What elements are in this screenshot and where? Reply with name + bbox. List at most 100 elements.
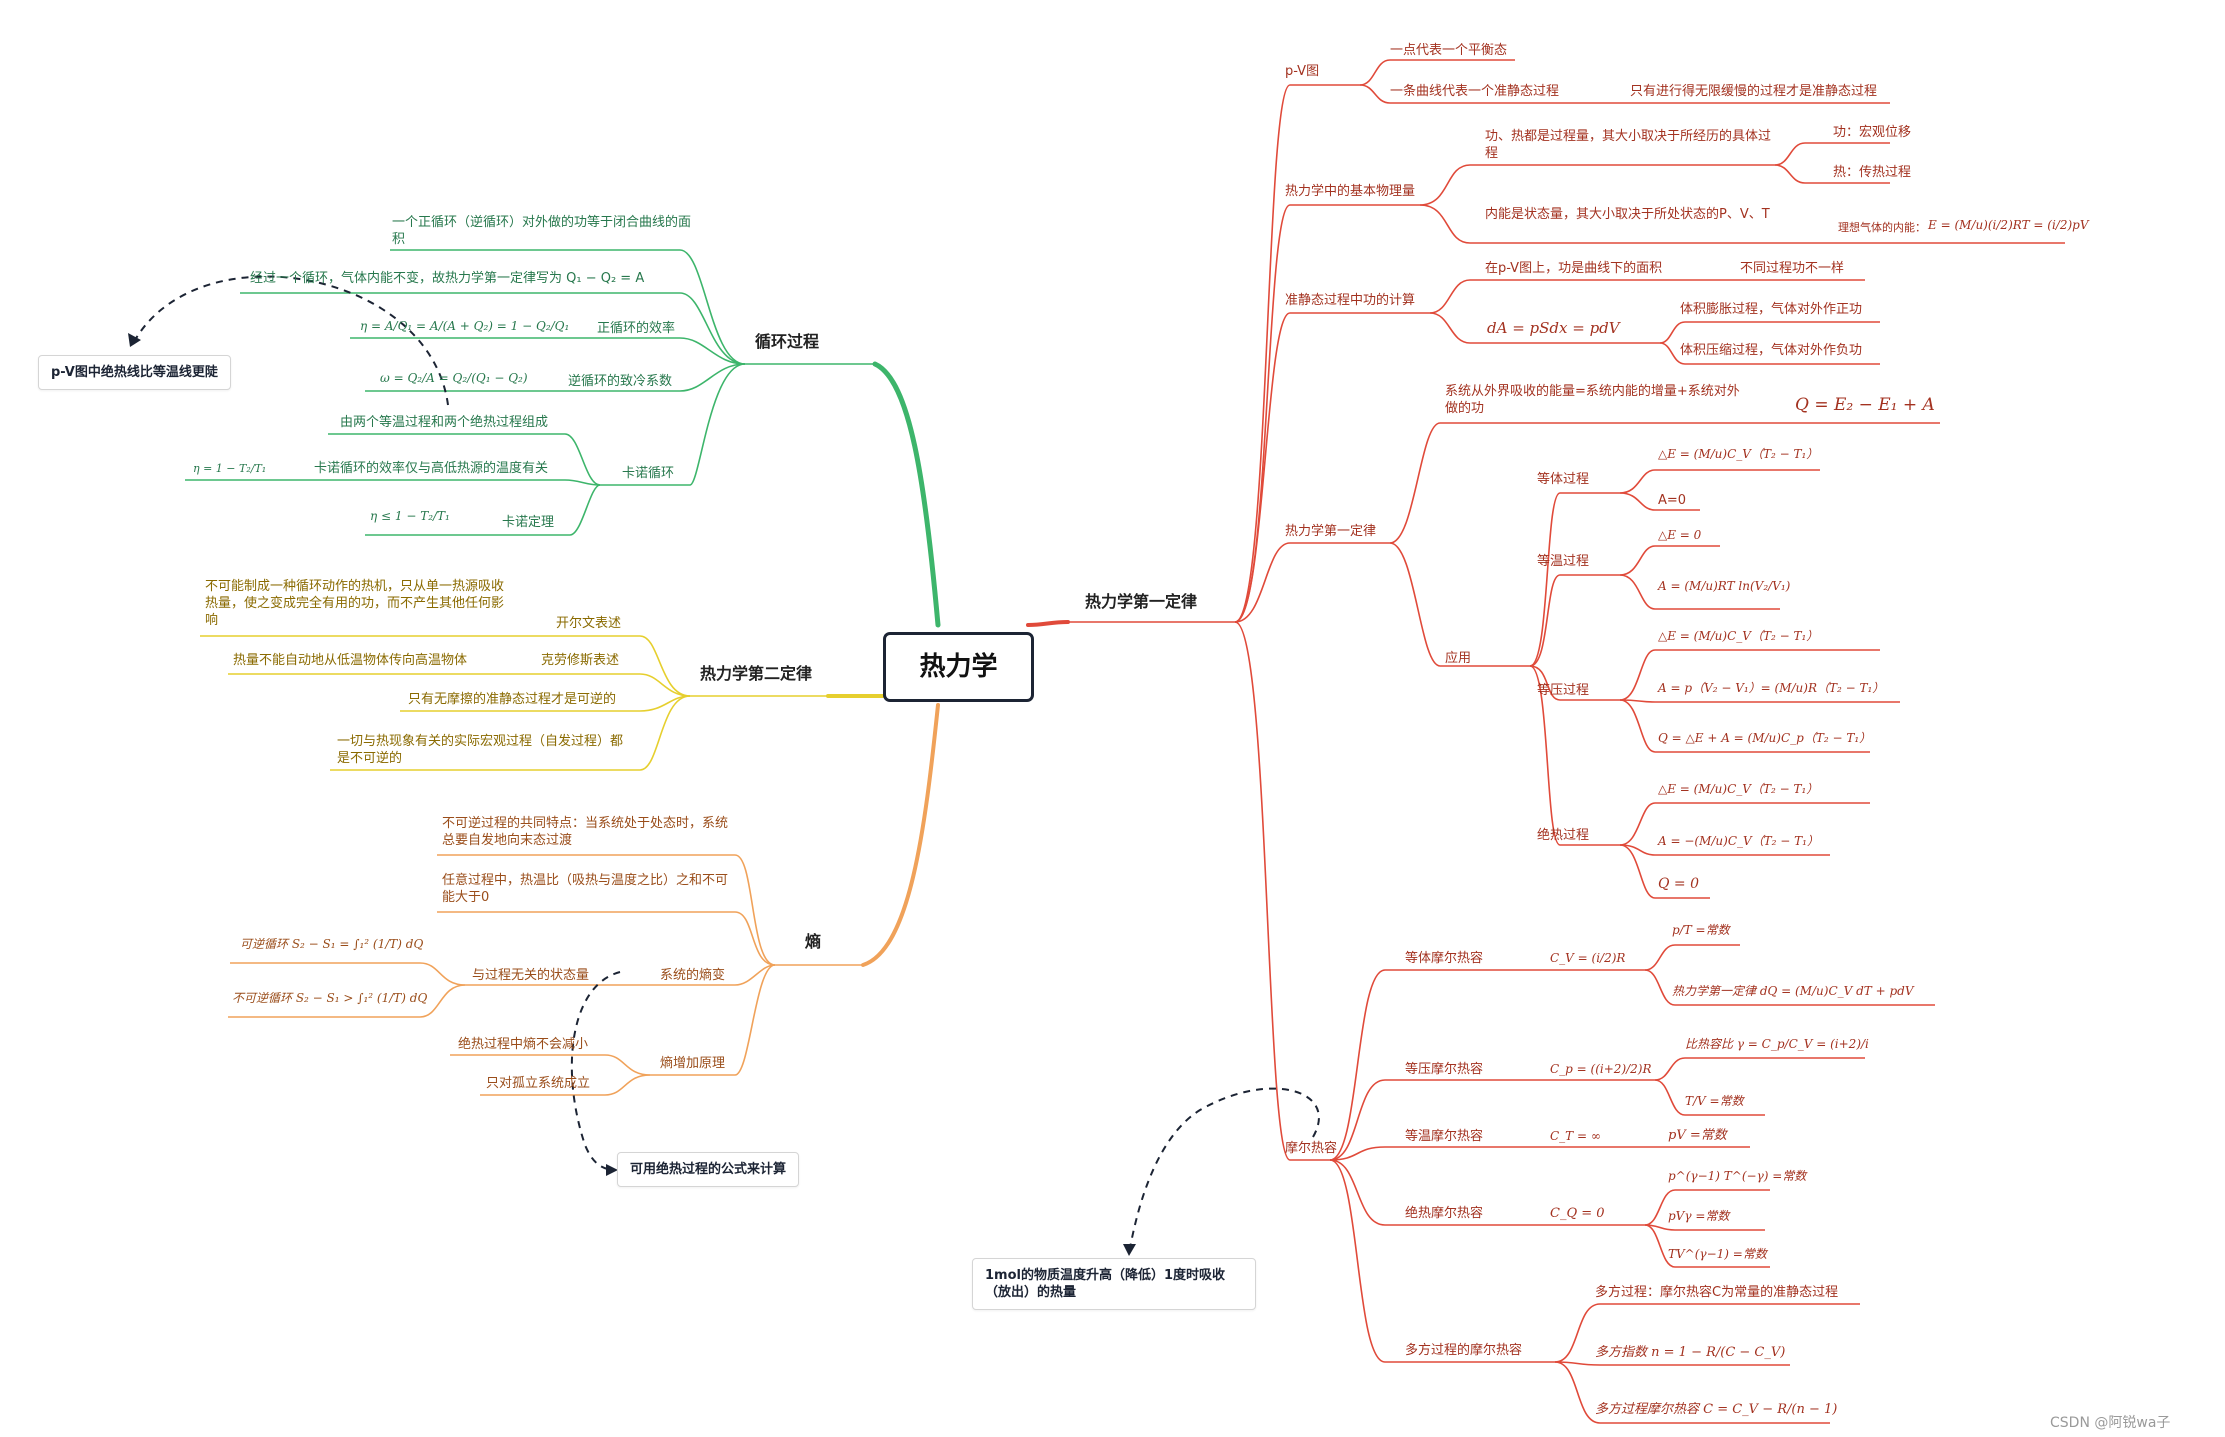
pv-curve[interactable]: 一条曲线代表一个准静态过程	[1390, 84, 1560, 99]
adiabatic-heat[interactable]: Q = 0	[1658, 876, 1700, 892]
cycle-area-text[interactable]: 一个正循环（逆循环）对外做的功等于闭合曲线的面积	[392, 215, 692, 247]
polytropic-definition[interactable]: 多方过程：摩尔热容C为常量的准静态过程	[1595, 1285, 1839, 1300]
basic-quantities[interactable]: 热力学中的基本物理量	[1285, 184, 1416, 199]
cycle-cop-label[interactable]: 逆循环的致冷系数	[568, 374, 673, 389]
isothermal-work[interactable]: A = (M/u)RT ln(V₂/V₁)	[1658, 579, 1791, 593]
quasi-different[interactable]: 不同过程功不一样	[1740, 261, 1845, 276]
isobaric-energy[interactable]: △E = (M/u)C_V（T₂ − T₁）	[1658, 629, 1819, 643]
note-adiabatic-formula[interactable]: 可用绝热过程的公式来计算	[617, 1152, 800, 1187]
entropy-isolated-text[interactable]: 只对孤立系统成立	[486, 1076, 591, 1091]
branch-cycle[interactable]: 循环过程	[755, 332, 820, 351]
carnot-cycle[interactable]: 卡诺循环	[622, 466, 675, 481]
molar-ct-state[interactable]: pV =常数	[1668, 1128, 1727, 1143]
entropy-heat-ratio-text[interactable]: 任意过程中，热温比（吸热与温度之比）之和不可能大于0	[442, 873, 729, 905]
quasi-area[interactable]: 在p-V图上，功是曲线下的面积	[1485, 261, 1663, 276]
kelvin-statement-text[interactable]: 不可能制成一种循环动作的热机，只从单一热源吸收热量，使之变成完全有用的功，而不产…	[205, 579, 505, 628]
clausius-statement-text[interactable]: 热量不能自动地从低温物体传向高温物体	[233, 653, 468, 668]
isochoric-work[interactable]: A=0	[1658, 493, 1687, 508]
molar-cv-state[interactable]: p/T =常数	[1672, 923, 1730, 937]
isobaric-process[interactable]: 等压过程	[1537, 683, 1590, 698]
ideal-gas-energy-label[interactable]: 理想气体的内能：	[1838, 221, 1926, 234]
molar-heat-capacity[interactable]: 摩尔热容	[1285, 1141, 1338, 1156]
carnot-efficiency-formula[interactable]: η = 1 − T₂/T₁	[193, 462, 267, 475]
basic-process-quantity[interactable]: 功、热都是过程量，其大小取决于所经历的具体过程	[1485, 129, 1772, 161]
isobaric-heat[interactable]: Q = △E + A = (M/u)C_p（T₂ − T₁）	[1658, 731, 1872, 745]
carnot-efficiency-text[interactable]: 卡诺循环的效率仅与高低热源的温度有关	[314, 461, 549, 476]
pv-curve-note[interactable]: 只有进行得无限缓慢的过程才是准静态过程	[1630, 84, 1878, 99]
entropy-irreversible-formula[interactable]: 不可逆循环 S₂ − S₁ > ∫₁² (1/T) dQ	[232, 991, 428, 1005]
first-law-edges	[1068, 59, 2065, 1424]
entropy-state-quantity[interactable]: 与过程无关的状态量	[472, 968, 590, 983]
first-law-node[interactable]: 热力学第一定律	[1285, 524, 1377, 539]
polytropic-heat-capacity[interactable]: 多方过程的摩尔热容	[1405, 1343, 1523, 1358]
basic-heat[interactable]: 热：传热过程	[1833, 165, 1912, 180]
quasi-compress[interactable]: 体积压缩过程，气体对外作负功	[1680, 343, 1863, 358]
isochoric-energy[interactable]: △E = (M/u)C_V（T₂ − T₁）	[1658, 447, 1819, 461]
adiabatic-process[interactable]: 绝热过程	[1537, 828, 1590, 843]
adiabatic-work[interactable]: A = −(M/u)C_V（T₂ − T₁）	[1658, 834, 1819, 848]
first-law-formula[interactable]: Q = E₂ − E₁ + A	[1795, 395, 1935, 415]
pv-point[interactable]: 一点代表一个平衡态	[1390, 43, 1508, 58]
molar-cq-state-3[interactable]: TV^(γ−1) =常数	[1668, 1247, 1767, 1261]
molar-cq[interactable]: 绝热摩尔热容	[1405, 1206, 1484, 1221]
second-law-edges	[200, 635, 828, 771]
root-node[interactable]: 热力学	[883, 632, 1034, 702]
polytropic-index[interactable]: 多方指数 n = 1 − R/(C − C_V)	[1595, 1345, 1786, 1360]
basic-state-quantity[interactable]: 内能是状态量，其大小取决于所处状态的P、V、T	[1485, 207, 1770, 222]
molar-cv-first-law[interactable]: 热力学第一定律 dQ = (M/u)C_V dT + pdV	[1672, 984, 1914, 998]
molar-cp-ratio[interactable]: 比热容比 γ = C_p/C_V = (i+2)/i	[1685, 1037, 1869, 1051]
entropy-adiabatic-text[interactable]: 绝热过程中熵不会减小	[458, 1037, 589, 1052]
quasi-expand[interactable]: 体积膨胀过程，气体对外作正功	[1680, 302, 1863, 317]
branch-second-law[interactable]: 热力学第二定律	[700, 664, 813, 683]
molar-cq-formula[interactable]: C_Q = 0	[1550, 1206, 1605, 1221]
pv-diagram[interactable]: p-V图	[1285, 64, 1320, 79]
molar-ct[interactable]: 等温摩尔热容	[1405, 1129, 1484, 1144]
entropy-irreversible-text[interactable]: 不可逆过程的共同特点：当系统处于处态时，系统总要自发地向末态过渡	[442, 816, 729, 848]
polytropic-capacity[interactable]: 多方过程摩尔热容 C = C_V − R/(n − 1)	[1595, 1402, 1838, 1417]
molar-cq-state-1[interactable]: p^(γ−1) T^(−γ) =常数	[1668, 1169, 1807, 1183]
molar-cq-state-2[interactable]: pVγ =常数	[1668, 1209, 1730, 1223]
note-arrowheads	[128, 333, 1136, 1256]
molar-cv-formula[interactable]: C_V = (i/2)R	[1550, 951, 1626, 965]
note-edges	[134, 275, 1320, 1249]
entropy-change[interactable]: 系统的熵变	[660, 968, 726, 983]
edge-root-cycle	[872, 361, 941, 628]
carnot-composition[interactable]: 由两个等温过程和两个绝热过程组成	[340, 415, 549, 430]
molar-cv[interactable]: 等体摩尔热容	[1405, 951, 1484, 966]
note-adiabatic-steeper[interactable]: p-V图中绝热线比等温线更陡	[38, 355, 231, 390]
entropy-reversible-formula[interactable]: 可逆循环 S₂ − S₁ = ∫₁² (1/T) dQ	[240, 937, 424, 951]
carnot-theorem[interactable]: 卡诺定理	[502, 515, 555, 530]
basic-work[interactable]: 功：宏观位移	[1833, 125, 1912, 140]
first-law-application[interactable]: 应用	[1445, 651, 1472, 666]
reversible-text[interactable]: 只有无摩擦的准静态过程才是可逆的	[408, 692, 617, 707]
cycle-cop-formula[interactable]: ω = Q₂/A = Q₂/(Q₁ − Q₂)	[380, 371, 528, 385]
edge-root-entropy	[861, 703, 940, 967]
isobaric-work[interactable]: A = p（V₂ − V₁）= (M/u)R（T₂ − T₁）	[1658, 681, 1885, 695]
branch-first-law[interactable]: 热力学第一定律	[1085, 592, 1198, 611]
edge-root-first-law	[1026, 620, 1070, 627]
first-law-statement[interactable]: 系统从外界吸收的能量=系统内能的增量+系统对外做的功	[1445, 384, 1740, 416]
molar-ct-formula[interactable]: C_T = ∞	[1550, 1129, 1601, 1143]
quasi-formula[interactable]: dA = pSdx = pdV	[1487, 319, 1620, 337]
entropy-increase-principle[interactable]: 熵增加原理	[660, 1056, 726, 1071]
adiabatic-energy[interactable]: △E = (M/u)C_V（T₂ − T₁）	[1658, 782, 1819, 796]
molar-cp-formula[interactable]: C_p = ((i+2)/2)R	[1550, 1062, 1652, 1076]
molar-cp-state[interactable]: T/V =常数	[1685, 1094, 1744, 1108]
isothermal-process[interactable]: 等温过程	[1537, 554, 1590, 569]
irreversible-text[interactable]: 一切与热现象有关的实际宏观过程（自发过程）都是不可逆的	[337, 734, 624, 766]
molar-cp[interactable]: 等压摩尔热容	[1405, 1062, 1484, 1077]
cycle-first-law-text[interactable]: 经过一个循环，气体内能不变，故热力学第一定律写为 Q₁ − Q₂ = A	[250, 271, 645, 286]
ideal-gas-energy-formula[interactable]: E = (M/u)(i/2)RT = (i/2)pV	[1928, 218, 2089, 232]
cycle-efficiency-formula[interactable]: η = A/Q₁ = A/(A + Q₂) = 1 − Q₂/Q₁	[360, 319, 570, 333]
note-molar-definition[interactable]: 1mol的物质温度升高（降低）1度时吸收（放出）的热量	[972, 1258, 1256, 1310]
isochoric-process[interactable]: 等体过程	[1537, 472, 1590, 487]
branch-entropy[interactable]: 熵	[805, 932, 822, 951]
quasi-static-work[interactable]: 准静态过程中功的计算	[1285, 293, 1416, 308]
cycle-efficiency-label[interactable]: 正循环的效率	[597, 321, 676, 336]
isothermal-energy[interactable]: △E = 0	[1658, 528, 1702, 542]
kelvin-statement-label[interactable]: 开尔文表述	[556, 616, 622, 631]
carnot-theorem-formula[interactable]: η ≤ 1 − T₂/T₁	[370, 509, 450, 523]
clausius-statement-label[interactable]: 克劳修斯表述	[541, 653, 620, 668]
